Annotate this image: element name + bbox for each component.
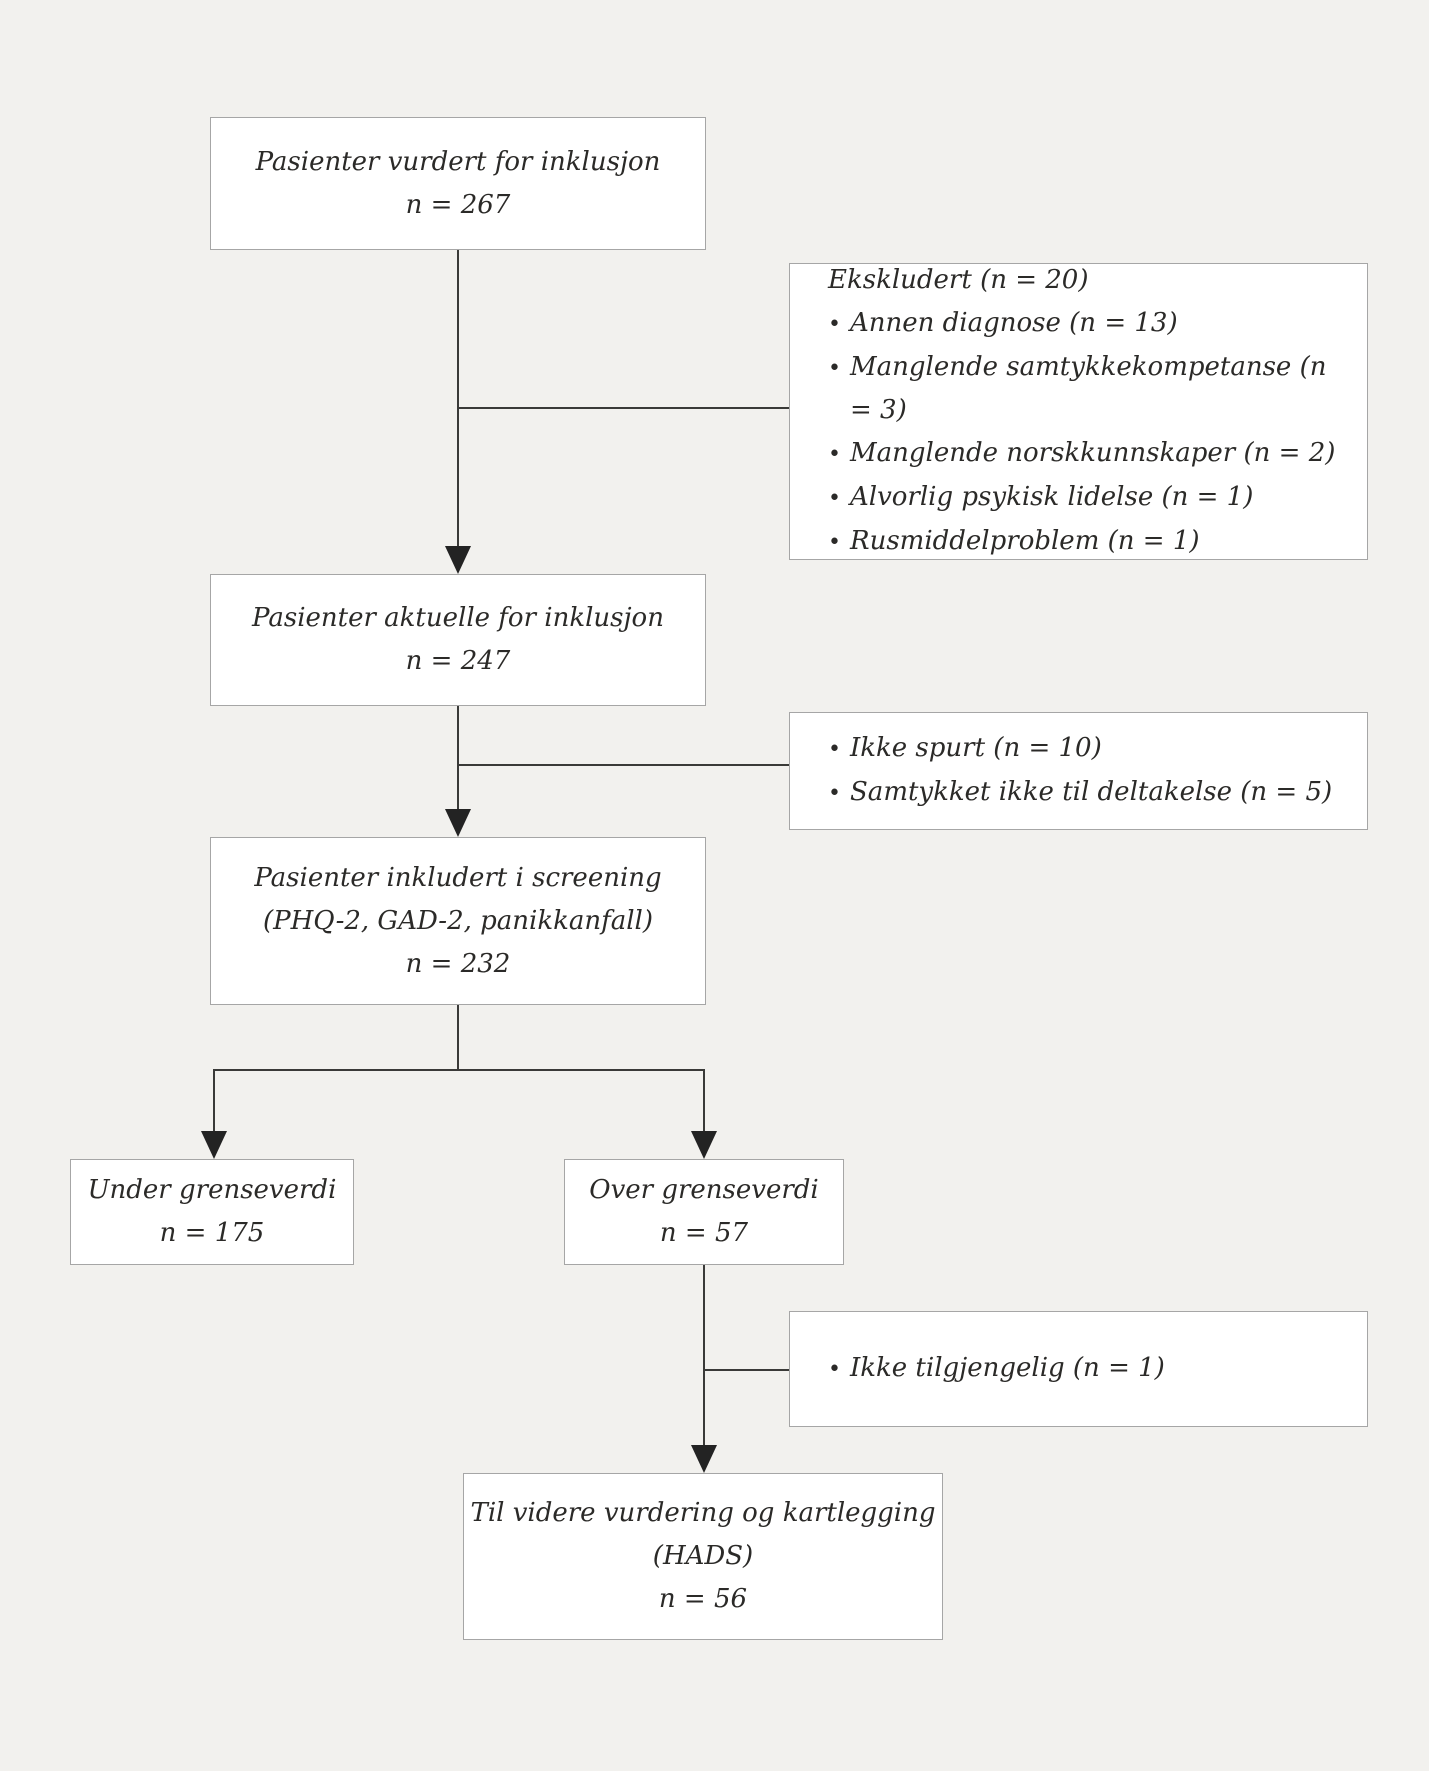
box-excluded-title: Ekskludert (n = 20) (828, 265, 1089, 295)
box-final-line2: (HADS) (652, 1541, 754, 1571)
box-above-cutoff: Over grenseverdi n = 57 (564, 1159, 844, 1265)
box-above-count: n = 57 (659, 1218, 749, 1248)
excluded-item-label: Rusmiddelproblem (n = 1) (850, 526, 1200, 556)
box-further-assessment: Til videre vurdering og kartlegging (HAD… (463, 1473, 943, 1640)
arrow-down-screened (445, 809, 471, 837)
connector-above-to-final (703, 1265, 705, 1449)
bullet-icon: • (828, 1357, 841, 1382)
excluded-item: • Annen diagnose (n = 13) (828, 302, 1178, 346)
bullet-icon: • (828, 737, 841, 762)
box-below-cutoff: Under grenseverdi n = 175 (70, 1159, 354, 1265)
bullet-icon: • (828, 486, 841, 511)
box-eligible-line1: Pasienter aktuelle for inklusjon (252, 603, 664, 633)
connector-split-right (703, 1069, 705, 1133)
box-eligible-for-inclusion: Pasienter aktuelle for inklusjon n = 247 (210, 574, 706, 706)
bullet-icon: • (828, 312, 841, 337)
excluded-item-label: Annen diagnose (n = 13) (850, 308, 1178, 338)
bullet-icon: • (828, 781, 841, 806)
not-asked-item-label: Ikke spurt (n = 10) (850, 733, 1102, 763)
connector-split-horizontal (213, 1069, 705, 1071)
arrow-down-above-cutoff (691, 1131, 717, 1159)
box-below-count: n = 175 (159, 1218, 265, 1248)
arrow-down-below-cutoff (201, 1131, 227, 1159)
excluded-item-label: Manglende norskkunnskaper (n = 2) (850, 438, 1336, 468)
bullet-icon: • (828, 442, 841, 467)
box-below-line1: Under grenseverdi (87, 1175, 337, 1205)
box-screened-line2: (PHQ-2, GAD-2, panikkanfall) (262, 905, 654, 936)
box-screened-line1: Pasienter inkludert i screening (254, 862, 662, 893)
box-final-count: n = 56 (658, 1584, 748, 1614)
box-excluded: Ekskludert (n = 20) • Annen diagnose (n … (789, 263, 1368, 560)
box-included-screening: Pasienter inkludert i screening (PHQ-2, … (210, 837, 706, 1005)
excluded-item: • Alvorlig psykisk lidelse (n = 1) (828, 476, 1253, 520)
box-screened-count: n = 232 (405, 948, 511, 979)
box-above-line1: Over grenseverdi (589, 1175, 819, 1205)
box-assessed-line1: Pasienter vurdert for inklusjon (255, 146, 661, 177)
arrow-down-final (691, 1445, 717, 1473)
unavailable-item-label: Ikke tilgjengelig (n = 1) (850, 1353, 1165, 1383)
connector-eligible-to-screened (457, 706, 459, 811)
excluded-item-label: Manglende samtykkekompetanse (n = 3) (850, 352, 1327, 425)
not-asked-item-label: Samtykket ikke til deltakelse (n = 5) (850, 777, 1333, 807)
excluded-item: • Rusmiddelproblem (n = 1) (828, 520, 1200, 564)
excluded-item-label: Alvorlig psykisk lidelse (n = 1) (850, 482, 1254, 512)
box-assessed-for-inclusion: Pasienter vurdert for inklusjon n = 267 (210, 117, 706, 250)
excluded-item: • Manglende samtykkekompetanse (n = 3) (828, 346, 1351, 432)
not-asked-item: • Samtykket ikke til deltakelse (n = 5) (828, 771, 1332, 815)
box-final-line1: Til videre vurdering og kartlegging (470, 1498, 936, 1528)
connector-branch-unavailable (703, 1369, 789, 1371)
box-assessed-count: n = 267 (405, 189, 511, 220)
connector-branch-excluded (457, 407, 789, 409)
bullet-icon: • (828, 530, 841, 555)
box-not-asked: • Ikke spurt (n = 10) • Samtykket ikke t… (789, 712, 1368, 830)
connector-assessed-to-eligible (457, 250, 459, 548)
connector-screened-to-split (457, 1005, 459, 1071)
connector-branch-not-asked (457, 764, 789, 766)
connector-split-left (213, 1069, 215, 1133)
excluded-item: • Manglende norskkunnskaper (n = 2) (828, 432, 1335, 476)
bullet-icon: • (828, 356, 841, 381)
not-asked-item: • Ikke spurt (n = 10) (828, 727, 1102, 771)
box-eligible-count: n = 247 (405, 646, 511, 676)
unavailable-item: • Ikke tilgjengelig (n = 1) (828, 1347, 1165, 1391)
arrow-down-eligible (445, 546, 471, 574)
box-unavailable: • Ikke tilgjengelig (n = 1) (789, 1311, 1368, 1427)
